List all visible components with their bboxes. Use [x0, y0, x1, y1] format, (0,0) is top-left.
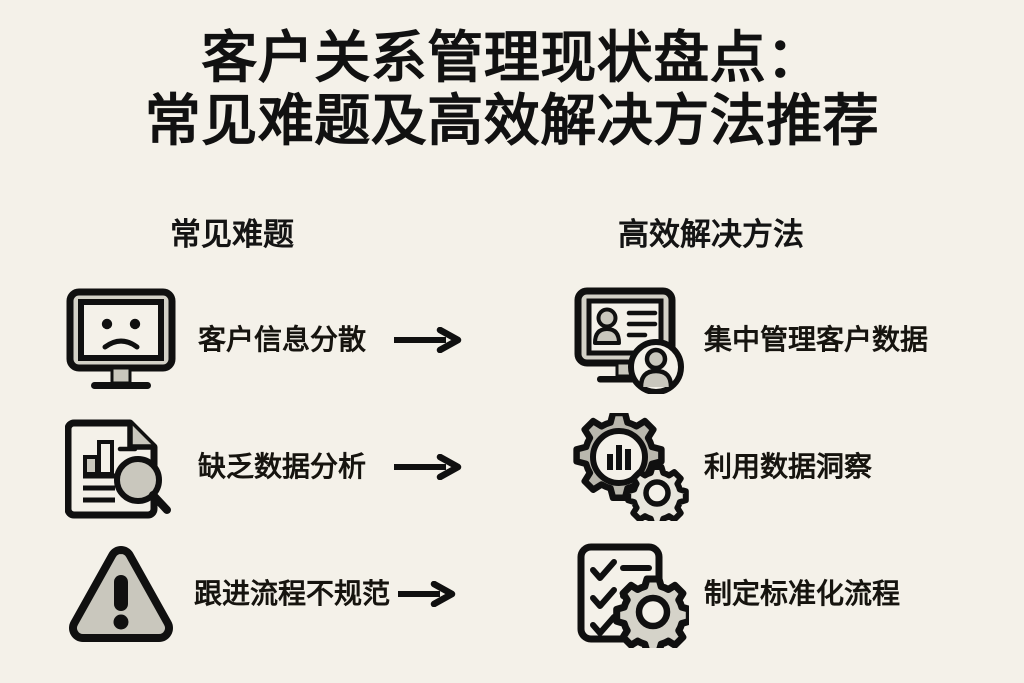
- problem-cell: 跟进流程不规范: [62, 530, 456, 657]
- solution-label: 集中管理客户数据: [704, 324, 929, 355]
- page-title: 客户关系管理现状盘点： 常见难题及高效解决方法推荐: [0, 26, 1024, 153]
- title-line-1: 客户关系管理现状盘点：: [201, 26, 823, 89]
- column-headers: 常见难题 高效解决方法: [0, 216, 1024, 262]
- problem-cell: 客户信息分散: [62, 276, 462, 403]
- right-arrow-icon: [392, 326, 462, 353]
- gear-analytics-icon: [572, 412, 690, 521]
- comparison-rows: 客户信息分散: [0, 276, 1024, 657]
- customer-database-monitor-icon: [572, 286, 690, 394]
- right-arrow-icon: [398, 580, 456, 607]
- right-arrow-icon: [392, 453, 462, 480]
- table-row: 跟进流程不规范: [0, 530, 1024, 657]
- solution-label: 利用数据洞察: [704, 450, 873, 482]
- title-line-2: 常见难题及高效解决方法推荐: [144, 89, 880, 153]
- solution-cell: 利用数据洞察: [572, 403, 872, 530]
- problem-label: 缺乏数据分析: [198, 450, 367, 482]
- document-chart-magnifier-icon: [62, 413, 180, 521]
- table-row: 缺乏数据分析: [0, 403, 1024, 530]
- problem-label: 跟进流程不规范: [194, 577, 391, 609]
- warning-triangle-icon: [62, 540, 180, 648]
- column-header-solutions: 高效解决方法: [618, 217, 804, 252]
- solution-label: 制定标准化流程: [704, 577, 901, 609]
- solution-cell: 集中管理客户数据: [572, 276, 928, 403]
- column-header-problems: 常见难题: [170, 217, 294, 252]
- solution-cell: 制定标准化流程: [572, 530, 900, 657]
- sad-monitor-icon: [62, 286, 180, 394]
- checklist-gear-icon: [572, 540, 690, 648]
- table-row: 客户信息分散: [0, 276, 1024, 403]
- problem-cell: 缺乏数据分析: [62, 403, 462, 530]
- problem-label: 客户信息分散: [198, 323, 367, 355]
